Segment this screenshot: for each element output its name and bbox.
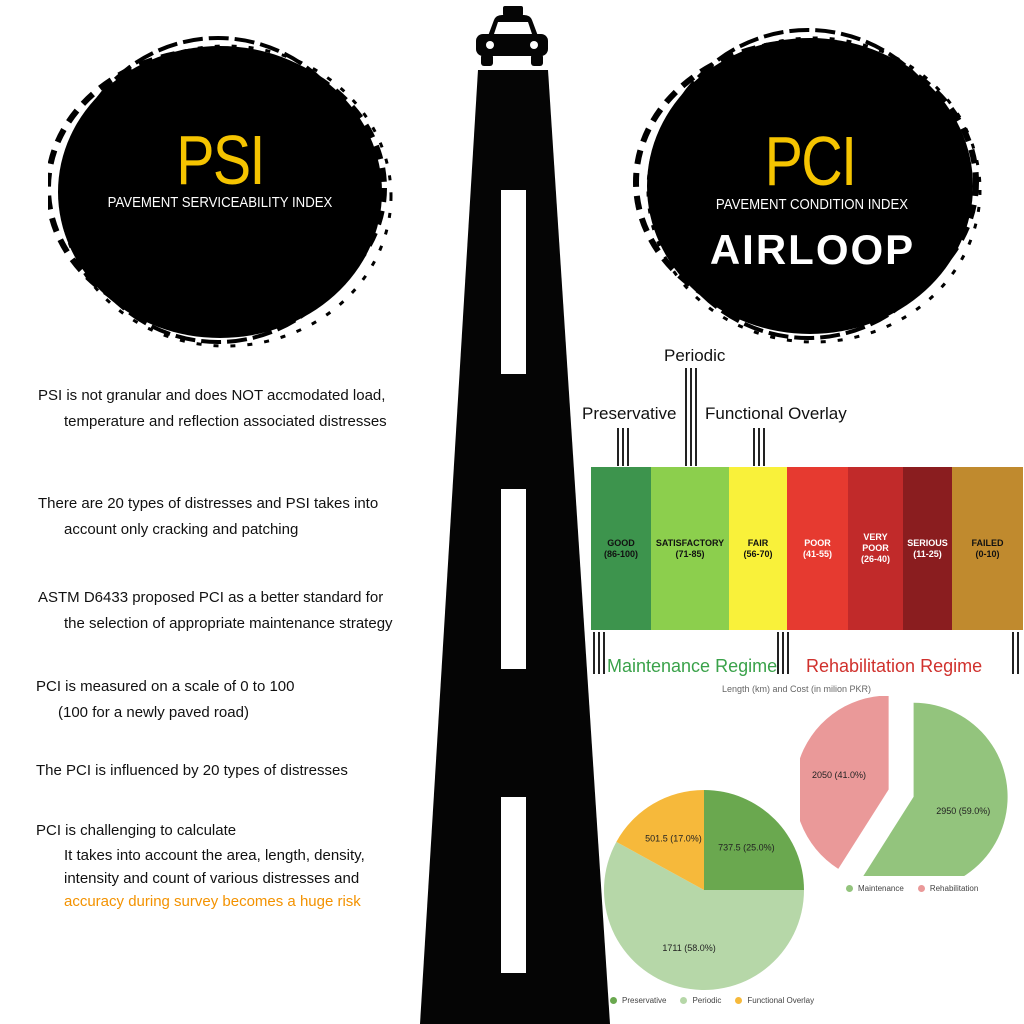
segment-label: FAIR bbox=[747, 537, 769, 548]
point-4-line-2: (100 for a newly paved road) bbox=[58, 704, 249, 721]
regime-tick bbox=[787, 632, 789, 674]
legend-label: Rehabilitation bbox=[929, 884, 979, 893]
segment-range: (26-40) bbox=[860, 554, 890, 564]
legend-swatch-maintenance bbox=[846, 885, 853, 892]
chart-title: Length (km) and Cost (in milion PKR) bbox=[722, 684, 872, 694]
scale-segment-fair: FAIR (56-70) bbox=[729, 467, 787, 630]
segment-range: (56-70) bbox=[743, 548, 773, 559]
legend-swatch-rehabilitation bbox=[917, 885, 925, 892]
regime-tick bbox=[1017, 632, 1019, 674]
rehabilitation-regime-label: Rehabilitation Regime bbox=[806, 656, 983, 676]
point-1: PSI is not granular and does NOT accmoda… bbox=[38, 383, 387, 435]
point-1-line-2: temperature and reflection associated di… bbox=[64, 413, 387, 430]
periodic-label: Periodic bbox=[664, 346, 726, 365]
scale-segment-satisfactory: SATISFACTORY (71-85) bbox=[651, 467, 729, 630]
functional-tick bbox=[763, 428, 765, 466]
pie-data-label: 501.5 (17.0%) bbox=[645, 833, 702, 843]
car-icon bbox=[476, 6, 548, 66]
legend-swatch-periodic bbox=[680, 997, 688, 1004]
scale-segment-poor: POOR (41-55) bbox=[787, 467, 848, 630]
pie-chart-maintenance-rehabilitation: 2950 (59.0%) 2050 (41.0%) bbox=[800, 696, 1008, 876]
point-4-line-1: PCI is measured on a scale of 0 to 100 bbox=[36, 678, 295, 695]
regime-tick bbox=[603, 632, 605, 674]
regime-tick bbox=[777, 632, 779, 674]
regime-tick bbox=[1012, 632, 1014, 674]
segment-label: VERY POOR bbox=[862, 532, 889, 553]
legend-label: Preservative bbox=[622, 996, 667, 1005]
pie-data-label: 737.5 (25.0%) bbox=[718, 843, 775, 853]
pci-subtitle: PAVEMENT CONDITION INDEX bbox=[715, 196, 909, 213]
periodic-tick bbox=[685, 368, 687, 466]
point-6: PCI is challenging to calculate It takes… bbox=[36, 818, 365, 913]
airloop-logo: AIRLOOP bbox=[709, 226, 916, 273]
point-2-line-1: There are 20 types of distresses and PSI… bbox=[38, 495, 379, 512]
point-5-line-1: The PCI is influenced by 20 types of dis… bbox=[36, 762, 348, 779]
pie-data-label: 1711 (58.0%) bbox=[662, 943, 715, 953]
lane-marking bbox=[501, 797, 526, 973]
point-6-line-1: PCI is challenging to calculate bbox=[36, 822, 237, 839]
regime-tick bbox=[782, 632, 784, 674]
psi-circle-background bbox=[48, 36, 393, 348]
legend-swatch-preservative bbox=[610, 997, 617, 1004]
pie-slice-rehabilitation bbox=[800, 696, 889, 869]
point-1-line-1: PSI is not granular and does NOT accmoda… bbox=[38, 387, 386, 404]
functional-tick bbox=[758, 428, 760, 466]
psi-title: PSI bbox=[176, 121, 265, 199]
point-2-line-2: account only cracking and patching bbox=[64, 521, 299, 538]
functional-tick bbox=[753, 428, 755, 466]
pie1-legend: Maintenance Rehabilitation bbox=[846, 884, 978, 893]
legend-label: Functional Overlay bbox=[747, 996, 815, 1005]
preservative-tick bbox=[622, 428, 624, 466]
segment-label: GOOD bbox=[607, 537, 635, 548]
regime-tick bbox=[593, 632, 595, 674]
point-6-highlight: accuracy during survey becomes a huge ri… bbox=[64, 893, 361, 910]
scale-segment-very-poor: VERY POOR (26-40) bbox=[848, 467, 903, 630]
pie-slice-periodic bbox=[604, 841, 804, 990]
segment-range: (86-100) bbox=[603, 548, 639, 559]
pie-data-label: 2050 (41.0%) bbox=[812, 770, 866, 780]
legend-swatch-functional-overlay bbox=[735, 997, 743, 1004]
segment-range: (11-25) bbox=[913, 548, 942, 559]
segment-label: FAILED bbox=[971, 537, 1004, 548]
point-6-line-2: It takes into account the area, length, … bbox=[64, 847, 365, 864]
legend-label: Periodic bbox=[692, 996, 722, 1005]
point-4: PCI is measured on a scale of 0 to 100 (… bbox=[36, 674, 294, 726]
maintenance-regime-label: Maintenance Regime bbox=[607, 656, 778, 676]
regime-tick bbox=[598, 632, 600, 674]
pie-chart-maintenance-types: 737.5 (25.0%) 1711 (58.0%) 501.5 (17.0%) bbox=[604, 790, 804, 990]
segment-label: SATISFACTORY bbox=[655, 537, 725, 548]
scale-segment-serious: SERIOUS (11-25) bbox=[903, 467, 952, 630]
scale-segment-failed: FAILED (0-10) bbox=[952, 467, 1023, 630]
point-3-line-2: the selection of appropriate maintenance… bbox=[64, 615, 393, 632]
pci-title: PCI bbox=[764, 122, 857, 200]
point-3-line-1: ASTM D6433 proposed PCI as a better stan… bbox=[38, 589, 384, 606]
functional-overlay-label: Functional Overlay bbox=[705, 404, 847, 423]
point-3: ASTM D6433 proposed PCI as a better stan… bbox=[38, 585, 393, 637]
point-2: There are 20 types of distresses and PSI… bbox=[38, 491, 378, 543]
lane-marking bbox=[501, 190, 526, 374]
lane-marking bbox=[501, 489, 526, 669]
periodic-tick bbox=[690, 368, 692, 466]
preservative-tick bbox=[617, 428, 619, 466]
scale-segment-good: GOOD (86-100) bbox=[591, 467, 651, 630]
pie-slice-functional-overlay bbox=[616, 790, 704, 890]
pie2-legend: Preservative Periodic Functional Overlay bbox=[610, 996, 814, 1005]
segment-range: (0-10) bbox=[975, 548, 1000, 559]
segment-label: SERIOUS bbox=[907, 537, 948, 548]
legend-label: Maintenance bbox=[858, 884, 904, 893]
psi-subtitle: PAVEMENT SERVICEABILITY INDEX bbox=[107, 194, 333, 211]
segment-range: (41-55) bbox=[802, 548, 832, 559]
point-6-line-3: intensity and count of various distresse… bbox=[64, 870, 360, 887]
pie-slice-preservative bbox=[704, 790, 804, 890]
preservative-label: Preservative bbox=[582, 404, 677, 423]
pie-data-label: 2950 (59.0%) bbox=[936, 806, 990, 816]
pci-circle-background bbox=[633, 28, 982, 344]
preservative-tick bbox=[627, 428, 629, 466]
periodic-tick bbox=[695, 368, 697, 466]
point-5: The PCI is influenced by 20 types of dis… bbox=[36, 758, 348, 784]
pie-slice-maintenance bbox=[863, 702, 1008, 876]
segment-range: (71-85) bbox=[675, 548, 705, 559]
segment-label: POOR bbox=[804, 537, 831, 548]
